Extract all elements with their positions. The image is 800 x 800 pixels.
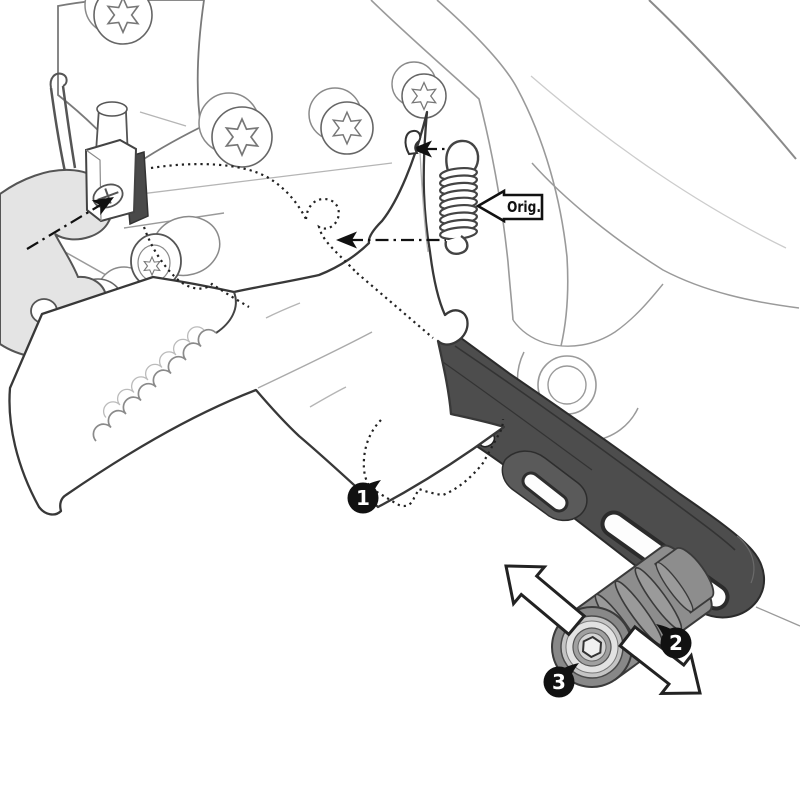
brake-lever-new-part (417, 307, 765, 619)
hex-socket-icon (581, 635, 603, 659)
left-pointing-tag-icon (475, 188, 544, 224)
dotted-diagonal (356, 272, 434, 339)
dotted-hidden-lever-outline (362, 418, 505, 508)
torx-screw-icon (308, 87, 374, 155)
callout-2-number: 2 (669, 631, 683, 655)
spring-anchor-tab (404, 129, 422, 156)
pedal-tooth-serration (92, 328, 217, 442)
dotted-spring-path (150, 162, 307, 220)
lever-upper-slot (524, 474, 566, 510)
engine-boss-inner-circle (547, 365, 587, 405)
callout-1: 1 (347, 480, 381, 514)
return-spring (404, 129, 480, 255)
alignment-leaders (26, 140, 447, 250)
callout-3: 3 (543, 663, 579, 698)
torx-screw-icon (391, 61, 447, 119)
callout-2: 2 (656, 624, 692, 659)
callout-1-number: 1 (356, 486, 370, 510)
dotted-loop (304, 197, 358, 274)
pivot-roller (130, 215, 221, 289)
brake-pedal (8, 110, 506, 516)
pushrod-clevis (84, 101, 149, 226)
callout-3-number: 3 (552, 670, 566, 694)
torx-screw-icon (84, 0, 153, 45)
original-part-tag: Orig. (475, 188, 544, 224)
original-part-label: Orig. (507, 198, 541, 216)
dotted-guides (142, 162, 505, 508)
torx-screw-icon (198, 92, 273, 168)
